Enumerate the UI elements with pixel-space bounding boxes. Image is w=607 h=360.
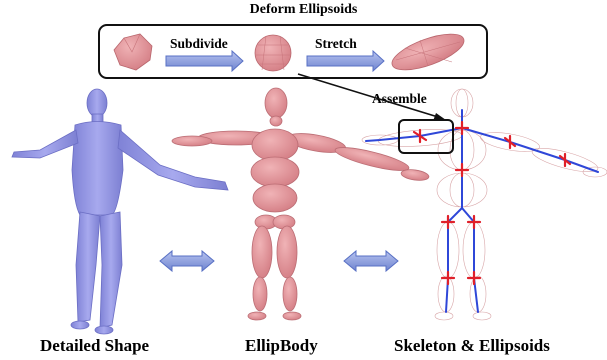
ellipbody-figure: [172, 88, 430, 320]
right-arrow-icon: [166, 51, 243, 71]
right-arrow-icon: [307, 51, 384, 71]
coarse-ellipsoid-icon: [114, 34, 152, 70]
stretched-ellipsoid-icon: [388, 27, 468, 77]
skeleton-ellipsoids-figure: [362, 89, 607, 320]
subdivided-sphere-icon: [255, 35, 291, 71]
caption-skeleton-ellipsoids: Skeleton & Ellipsoids: [394, 336, 550, 356]
caption-ellipbody: EllipBody: [245, 336, 318, 356]
caption-detailed-shape: Detailed Shape: [40, 336, 149, 356]
detailed-shape-figure: [12, 89, 228, 334]
double-arrow-icon: [160, 251, 214, 271]
assemble-arrow: [298, 74, 438, 117]
double-arrow-icon: [344, 251, 398, 271]
